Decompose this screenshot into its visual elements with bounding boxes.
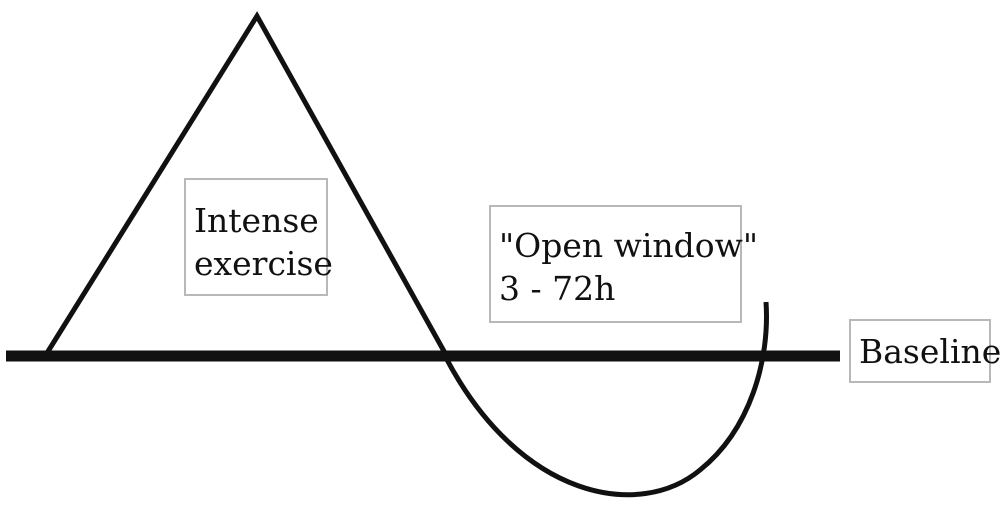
open-window-line2: 3 - 72h [499, 268, 616, 308]
open-window-line1: "Open window" [499, 226, 759, 265]
intense-exercise-line1: Intense [194, 201, 319, 240]
intense-exercise-line2: exercise [194, 243, 333, 283]
intense-exercise-label: Intense exercise [184, 178, 333, 296]
open-window-label: "Open window" 3 - 72h [489, 205, 759, 323]
baseline-label: Baseline [849, 319, 1000, 383]
exercise-peak-curve [44, 11, 448, 355]
open-window-dip-curve [442, 301, 769, 498]
baseline-text: Baseline [859, 332, 1000, 371]
